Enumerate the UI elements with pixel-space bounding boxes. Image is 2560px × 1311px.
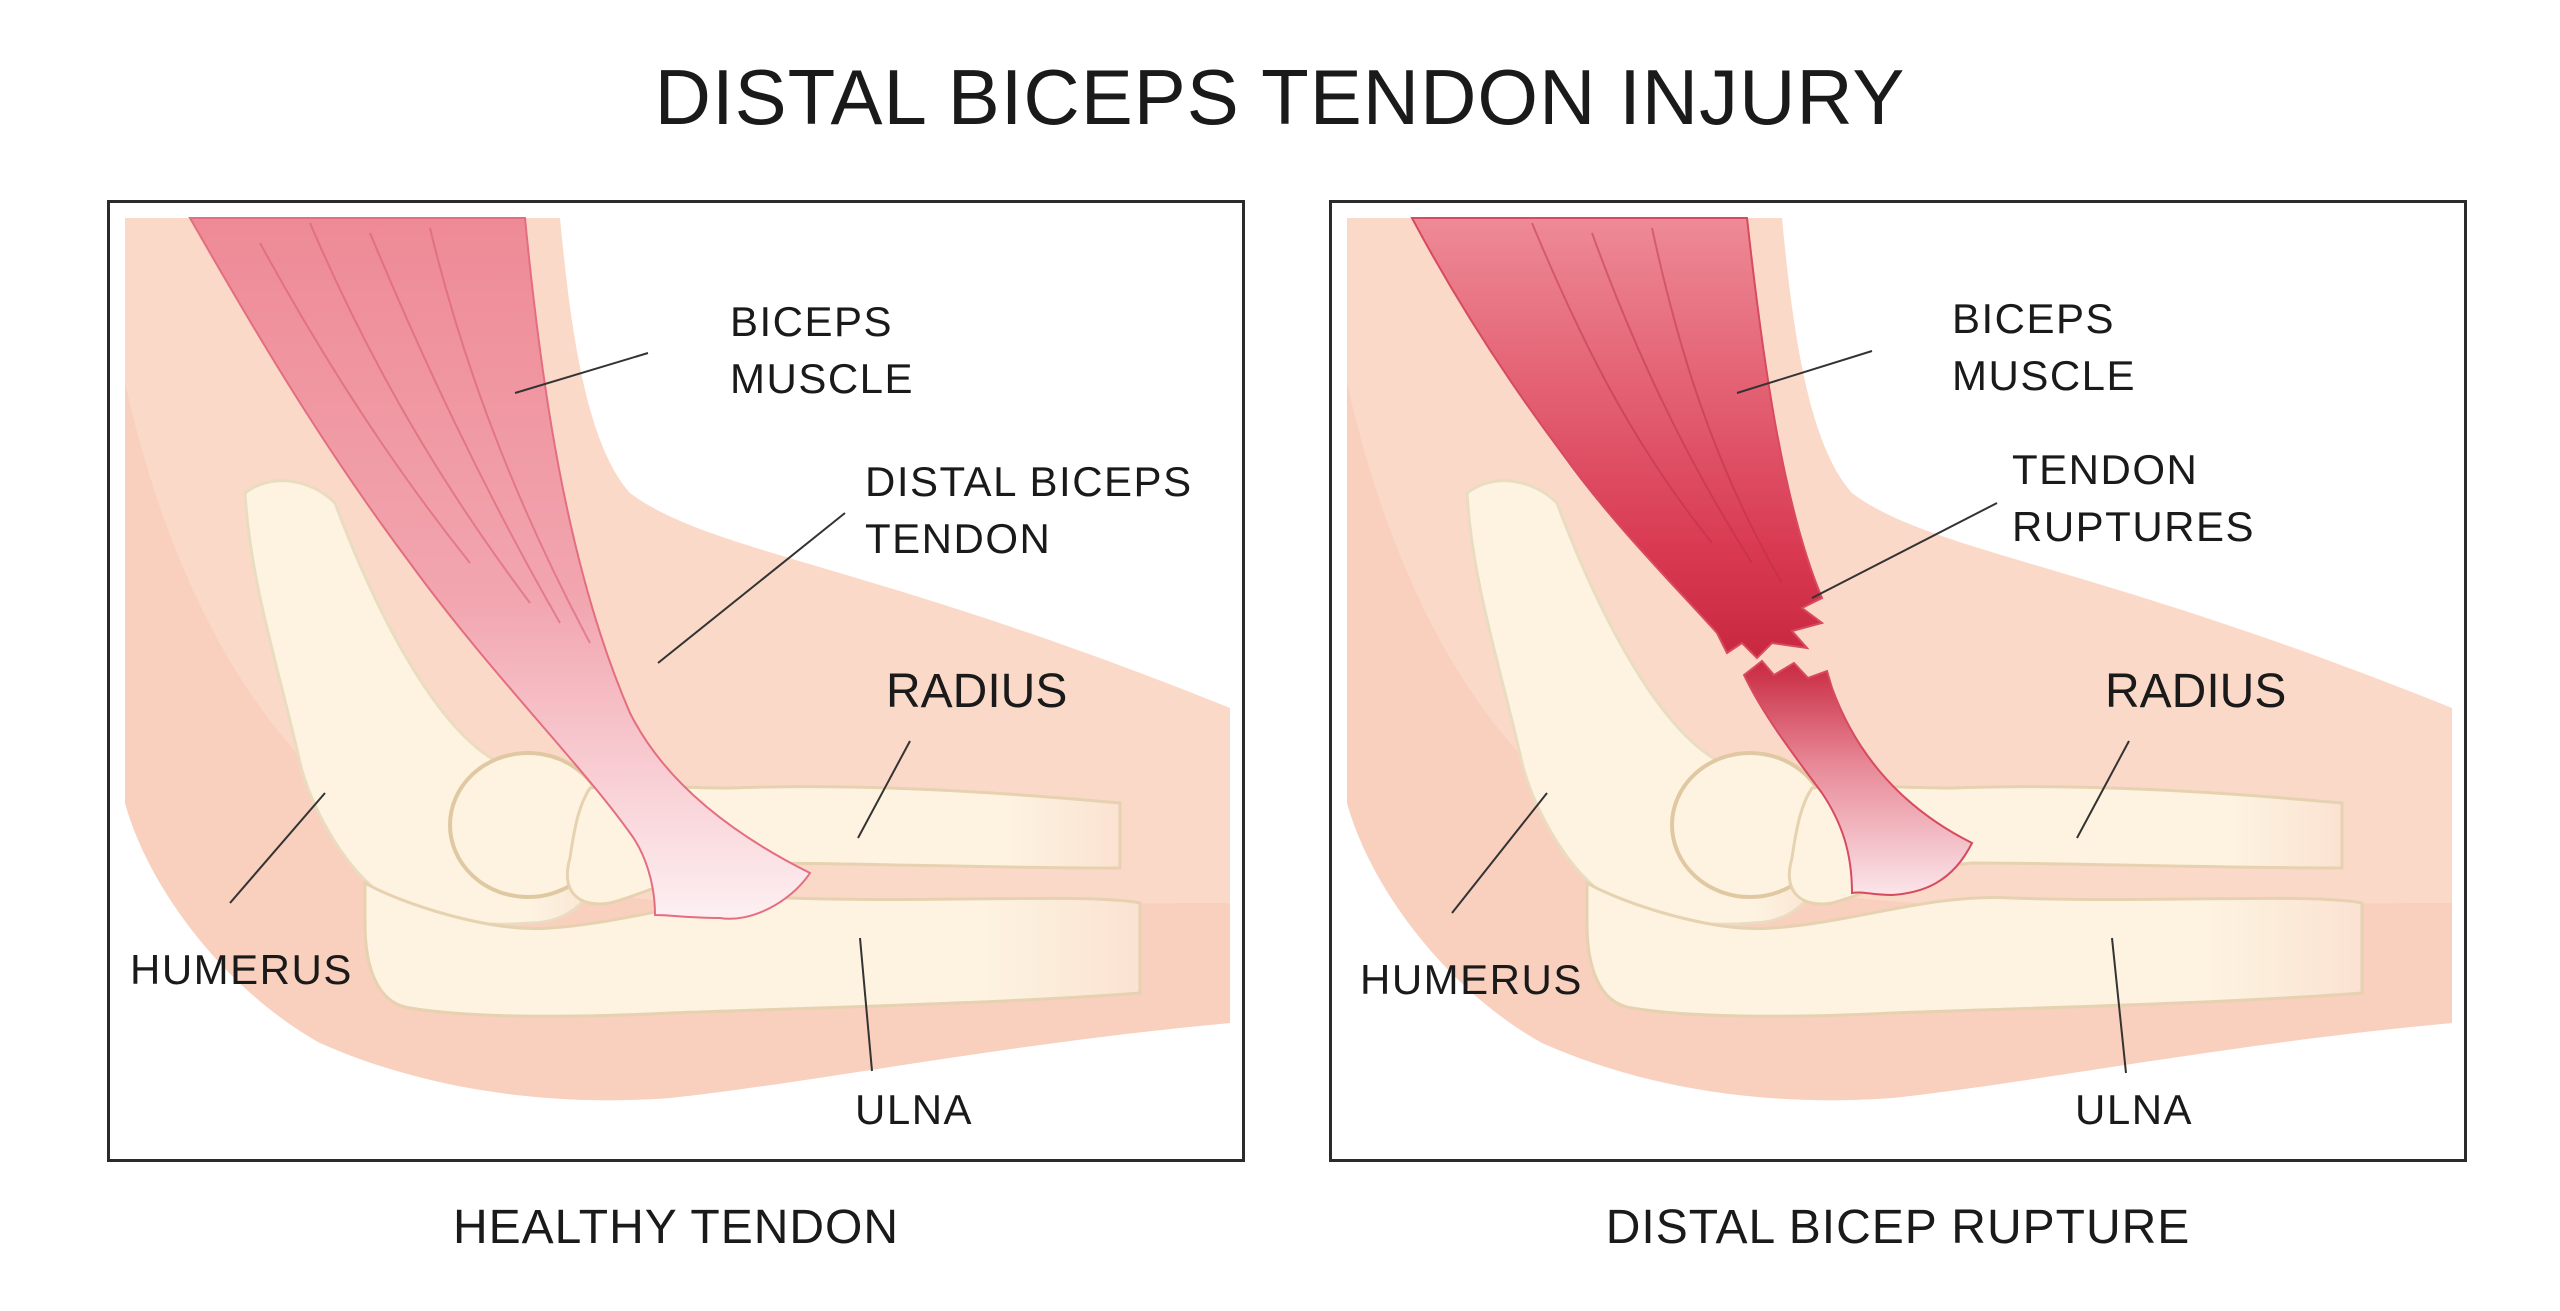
- healthy-tendon-panel: BICEPS MUSCLE DISTAL BICEPS TENDON RADIU…: [107, 200, 1245, 1162]
- label-distal-biceps-tendon: DISTAL BICEPS TENDON: [865, 458, 1193, 562]
- label-biceps-muscle: BICEPS MUSCLE: [1952, 295, 2137, 399]
- caption-healthy-tendon: HEALTHY TENDON: [452, 1201, 900, 1254]
- label-ulna: ULNA: [2075, 1086, 2194, 1133]
- label-radius: RADIUS: [886, 665, 1068, 718]
- biceps-muscle: [188, 217, 812, 920]
- ulna-bone: [363, 880, 1142, 1018]
- healthy-elbow-illustration: [125, 217, 1230, 1101]
- rupture-panel: BICEPS MUSCLE TENDON RUPTURES RADIUS HUM…: [1329, 200, 2467, 1162]
- label-radius: RADIUS: [2105, 665, 2287, 718]
- label-humerus: HUMERUS: [130, 946, 353, 993]
- ulna-bone: [1585, 880, 2364, 1018]
- label-ulna: ULNA: [855, 1086, 974, 1133]
- diagram-title: DISTAL BICEPS TENDON INJURY: [654, 53, 1906, 141]
- label-tendon-ruptures: TENDON RUPTURES: [2012, 446, 2256, 550]
- label-humerus: HUMERUS: [1360, 956, 1583, 1003]
- ruptured-tendon-stump: [1742, 659, 1974, 897]
- rupture-elbow-illustration: [1347, 217, 2452, 1101]
- caption-distal-bicep-rupture: DISTAL BICEP RUPTURE: [1605, 1201, 2191, 1254]
- biceps-muscle: [1410, 217, 1825, 660]
- label-biceps-muscle: BICEPS MUSCLE: [730, 298, 915, 402]
